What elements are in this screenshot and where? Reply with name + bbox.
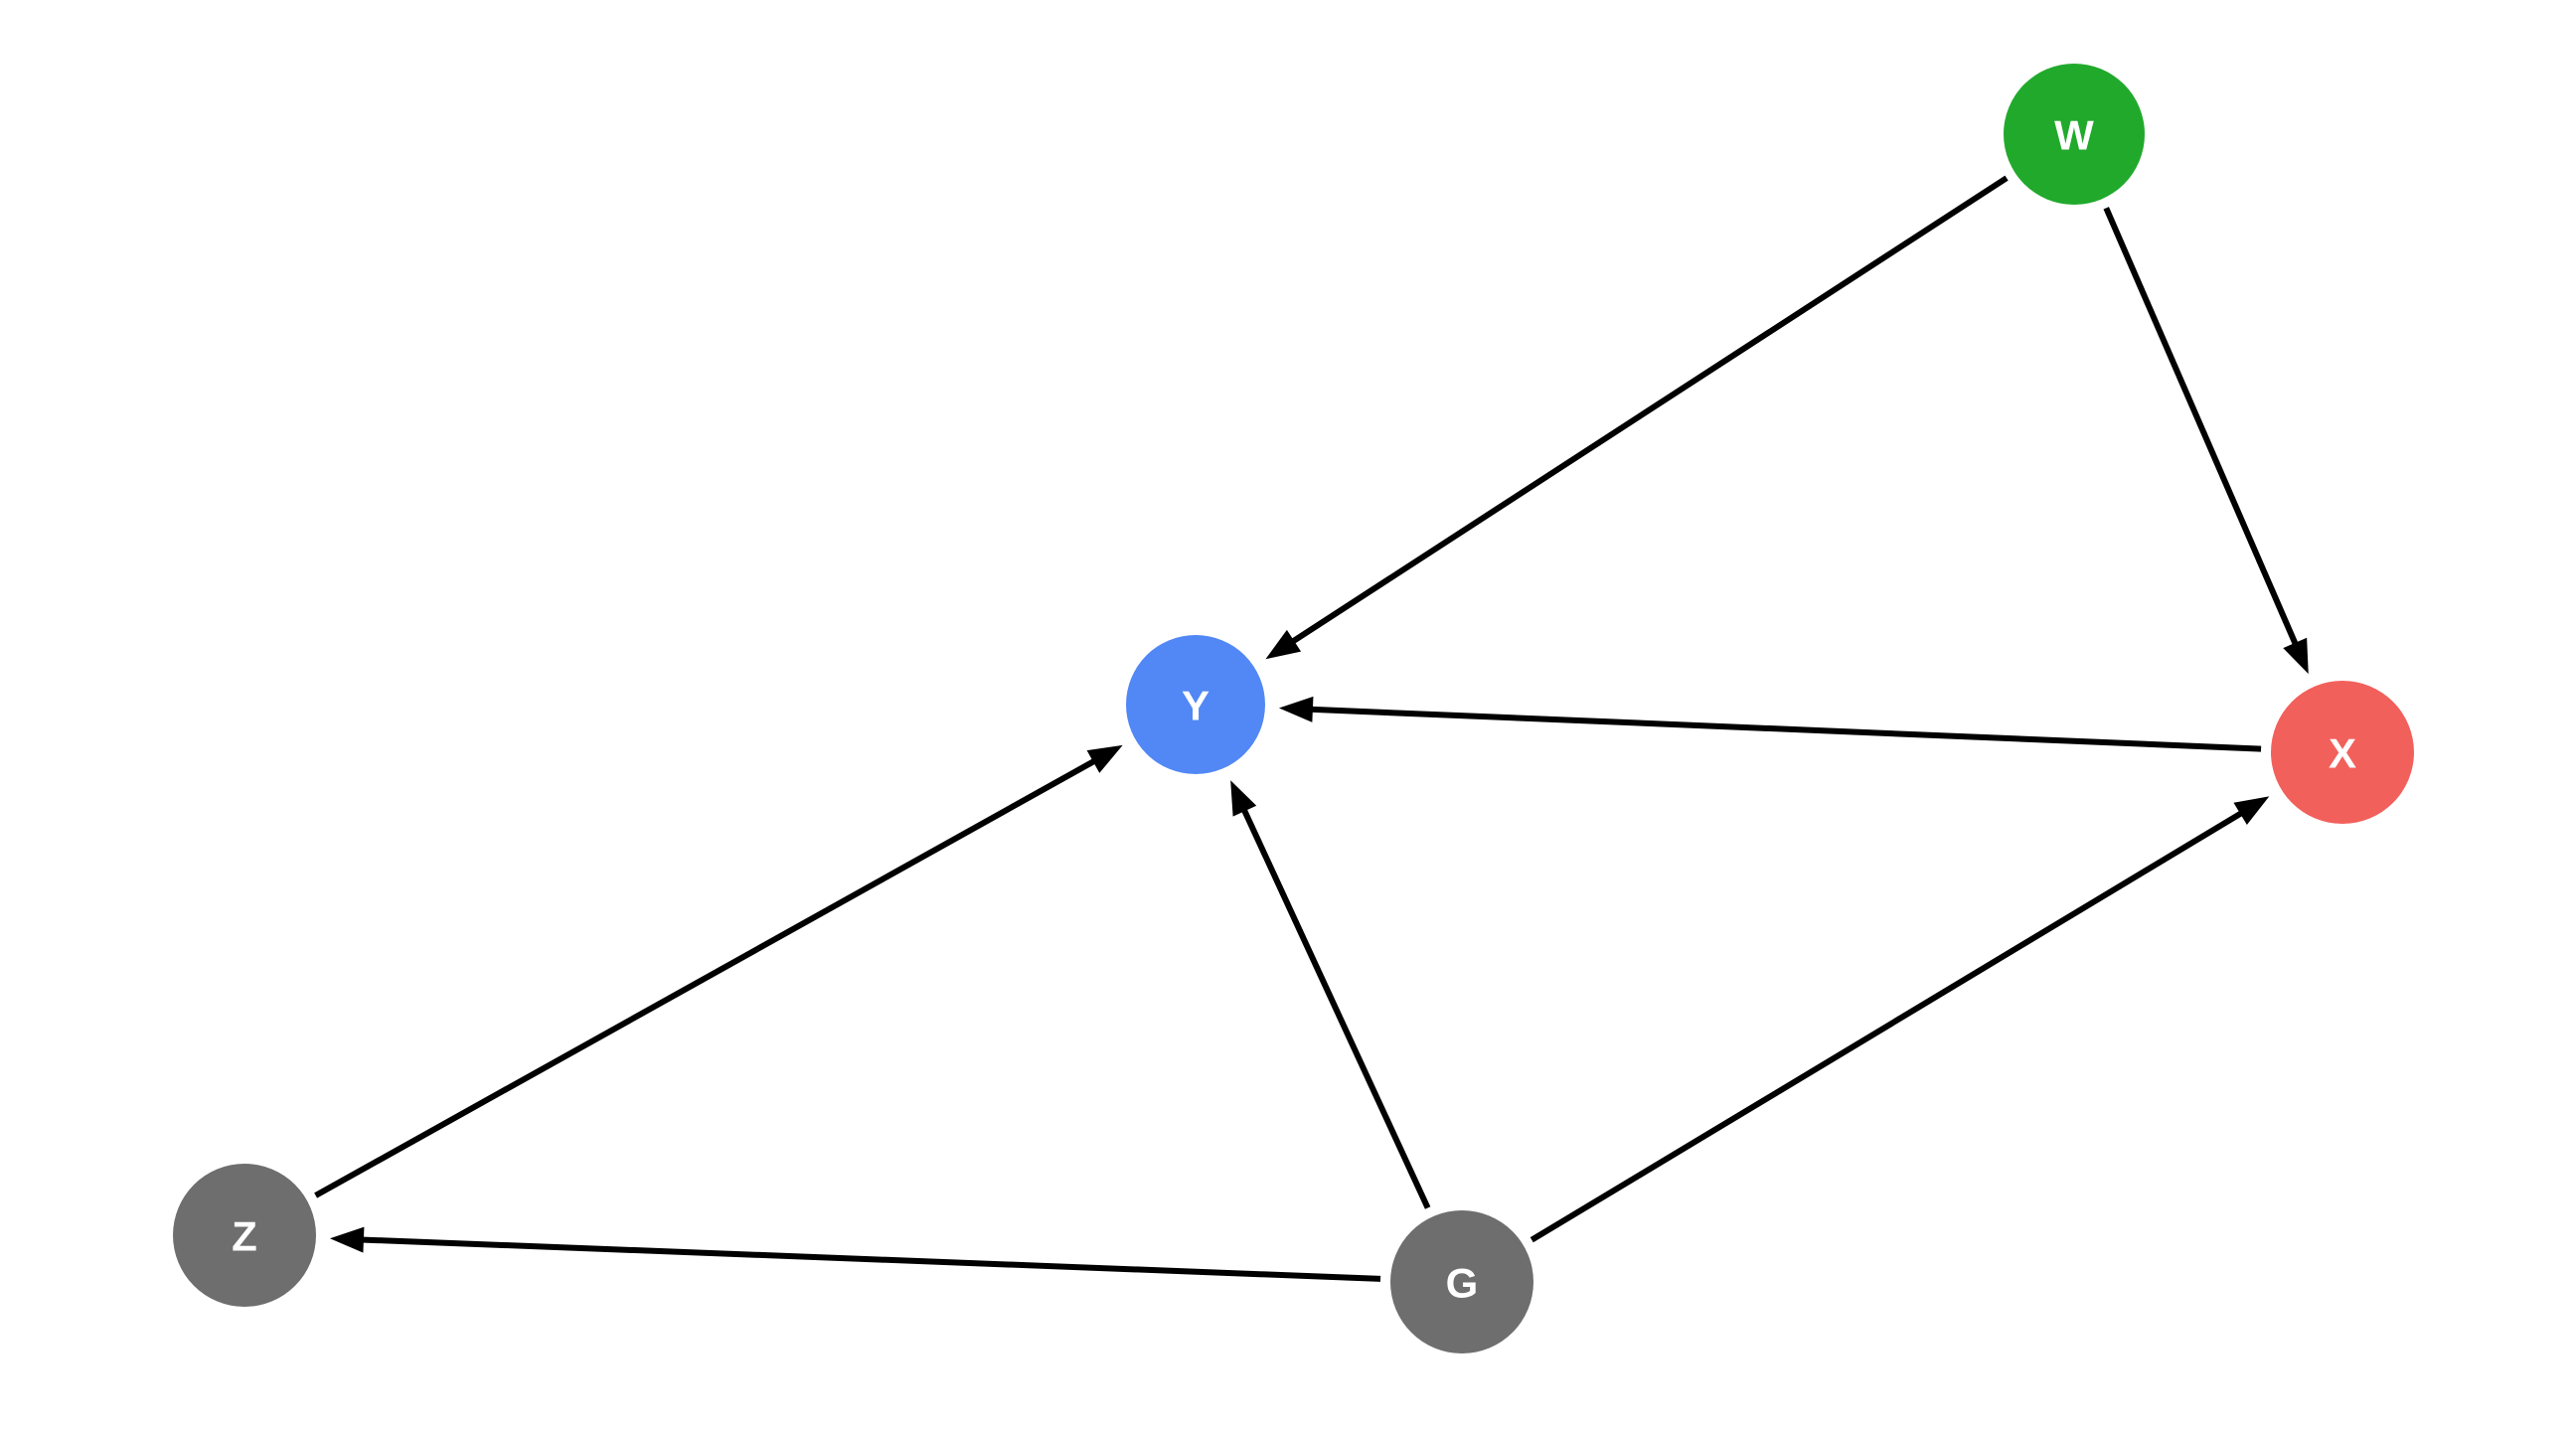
graph-edge [1230, 780, 1431, 1209]
edge-arrowhead-icon [2283, 637, 2309, 675]
edge-arrowhead-icon [329, 1226, 365, 1253]
graph-edge [1265, 175, 2009, 660]
edge-line [2103, 207, 2301, 650]
graph-node-w[interactable]: W [2004, 64, 2145, 205]
node-circle[interactable] [2004, 64, 2145, 205]
graph-edge [1278, 696, 2262, 752]
edge-arrowhead-icon [1265, 629, 1302, 660]
edge-arrowhead-icon [1230, 780, 1257, 817]
node-circle[interactable] [1126, 635, 1265, 774]
edge-arrowhead-icon [1278, 696, 1314, 722]
graph-node-z[interactable]: Z [173, 1164, 316, 1307]
edge-arrowhead-icon [1086, 744, 1123, 773]
edge-line [1239, 804, 1431, 1209]
edges-layer [314, 175, 2309, 1282]
graph-edge [2103, 207, 2309, 675]
edge-line [1530, 808, 2247, 1243]
node-circle[interactable] [173, 1164, 316, 1307]
graph-edge [329, 1226, 1381, 1282]
edge-line [357, 1236, 1381, 1282]
edge-line [314, 755, 1100, 1198]
node-circle[interactable] [1390, 1210, 1533, 1353]
graph-node-g[interactable]: G [1390, 1210, 1533, 1353]
node-circle[interactable] [2271, 681, 2414, 824]
edge-line [1287, 175, 2009, 647]
graph-node-y[interactable]: Y [1126, 635, 1265, 774]
graph-edge [314, 744, 1123, 1198]
edge-arrowhead-icon [2233, 796, 2270, 825]
graph-edge [1530, 796, 2270, 1243]
graph-node-x[interactable]: X [2271, 681, 2414, 824]
edge-line [1306, 706, 2262, 752]
